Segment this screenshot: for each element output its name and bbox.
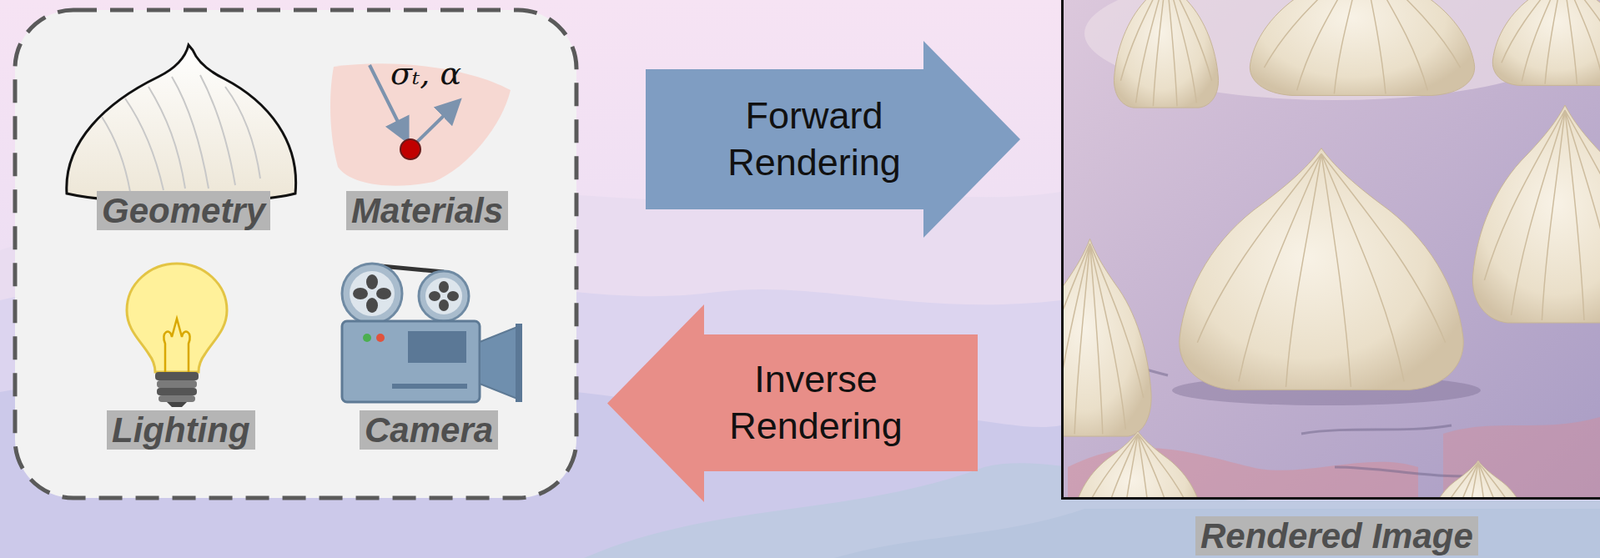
parameter-symbol: σₜ, α (390, 55, 462, 92)
image-heading-box: Rendered Image (1195, 516, 1479, 556)
arrow-body (645, 40, 1021, 238)
label-text: Materials (346, 191, 509, 231)
input-panel (15, 10, 577, 499)
component-label: Camera (359, 410, 499, 450)
arrow-text-box: Inverse Rendering (694, 356, 937, 450)
arrow-label: Forward Rendering (693, 92, 936, 187)
geometry-icon (66, 45, 297, 203)
camera-icon (342, 263, 523, 403)
label-text: Geometry (96, 191, 271, 231)
component-label: Geometry (96, 191, 271, 231)
arrow-label: Inverse Rendering (694, 356, 937, 450)
rendered-image-frame: Rendered Image (1061, 0, 1600, 500)
label-text: Lighting (106, 410, 256, 450)
image-heading: Rendered Image (1195, 516, 1479, 556)
component-label: Materials (346, 191, 509, 231)
dumpling-photo (1061, 0, 1600, 500)
label-text: Camera (359, 410, 499, 450)
arrow-shape (607, 304, 978, 503)
arrow-shape (645, 40, 1021, 238)
block-arrow: Forward Rendering (645, 40, 1021, 238)
block-arrow: Inverse Rendering (607, 304, 978, 503)
arrow-body (607, 304, 978, 503)
component-label: Lighting (106, 410, 256, 450)
lighting-icon (126, 263, 227, 408)
arrow-text-box: Forward Rendering (693, 92, 936, 187)
